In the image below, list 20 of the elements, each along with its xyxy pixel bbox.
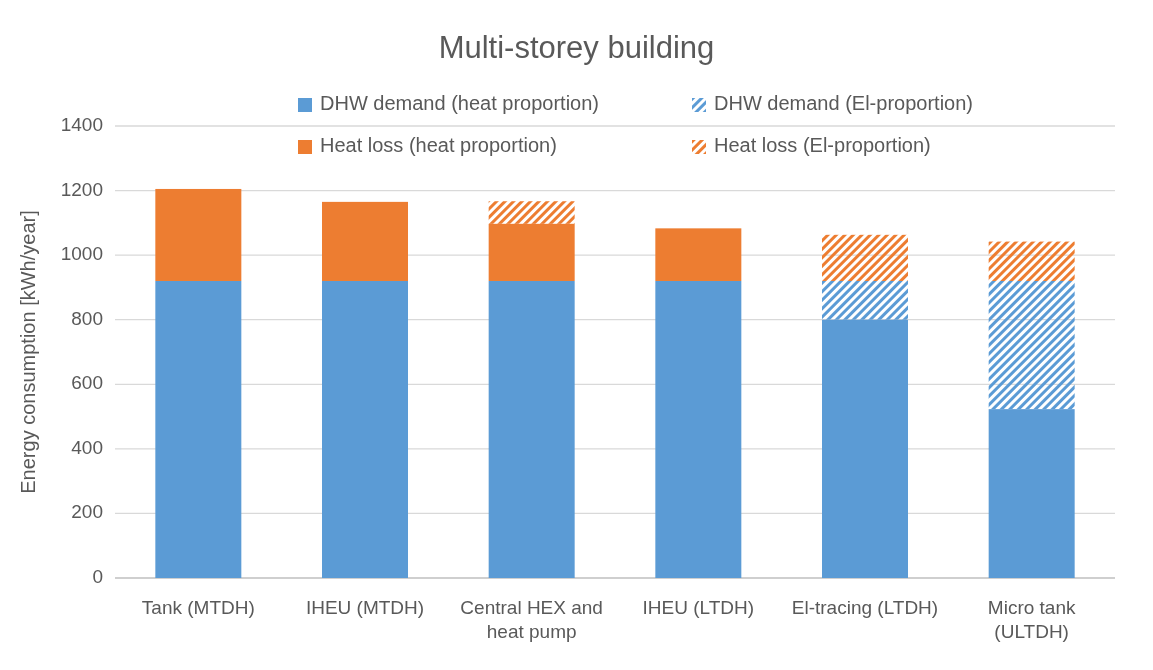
tick-label: 1000 (59, 243, 103, 266)
category-label: El-tracing (LTDH) (790, 596, 940, 620)
tick-label: 400 (70, 436, 103, 459)
category-label: IHEU (MTDH) (304, 596, 426, 620)
tick-label: 200 (70, 501, 103, 524)
category-label: IHEU (LTDH) (641, 596, 756, 620)
axis-title: Energy consumption [kWh/year] (16, 210, 40, 494)
tick-label: 1200 (59, 178, 103, 201)
category-label: Micro tank (ULTDH) (986, 596, 1077, 644)
tick-label: 0 (91, 566, 103, 588)
category-label: Tank (MTDH) (140, 596, 256, 620)
legend-label: DHW demand (heat proportion) (320, 92, 599, 115)
legend-label: Heat loss (heat proportion) (320, 134, 557, 157)
tick-label: 600 (70, 372, 103, 395)
chart-title: Multi-storey building (437, 30, 716, 66)
legend-label: Heat loss (El-proportion) (714, 134, 931, 157)
tick-label: 1400 (59, 114, 103, 136)
legend-label: DHW demand (El-proportion) (714, 92, 973, 115)
category-label: Central HEX and heat pump (459, 596, 604, 644)
tick-label: 800 (70, 307, 103, 330)
